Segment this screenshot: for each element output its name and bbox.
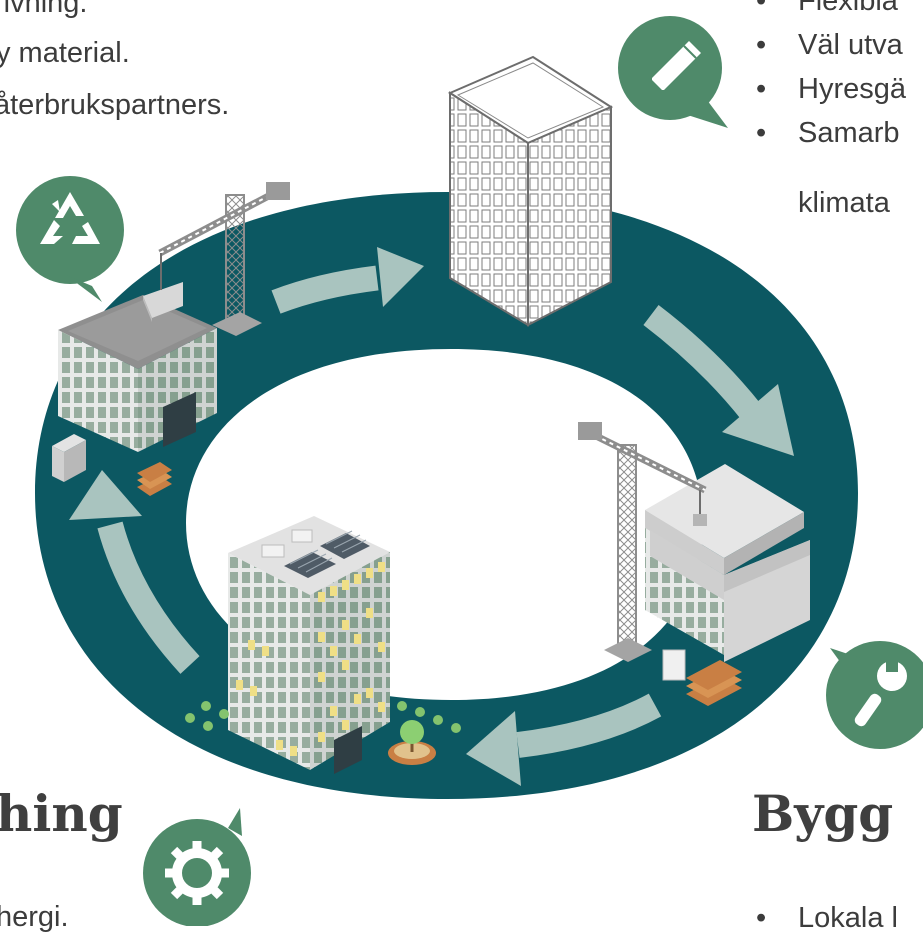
salvaged-blocks [52,434,172,496]
gear-icon [143,808,251,926]
arrow-left [69,470,200,674]
trees-and-planter [185,701,461,765]
pencil-icon [618,16,728,128]
demolition-building [58,282,217,452]
heading-right: Bygg [752,784,894,843]
right-top-bullets: Flexibla Väl utva Hyresgä Samarb [756,0,906,151]
wrench-icon [826,641,923,749]
arrow-top [271,247,424,314]
right-top-bullet-2: Väl utva [756,27,906,63]
operation-building [228,516,390,774]
left-top-line-1: rivning. [0,0,88,19]
left-top-line-2: y material. [0,37,130,69]
building-materials [662,649,742,706]
crane-left [158,182,290,336]
recycle-icon [16,176,124,302]
right-top-bullet-3: Hyresgä [756,71,906,107]
bottom-left-text: hergi. [0,901,69,933]
arrow-bottom [466,693,662,786]
bottom-right-bullet-1: Lokala l [756,900,898,936]
left-top-line-3: återbrukspartners. [0,89,230,121]
construction-building [645,464,810,662]
bottom-right-bullets: Lokala l [756,900,898,936]
design-building [447,55,614,327]
arrow-right [643,305,794,456]
crane-right [578,422,707,662]
right-top-continuation: klimata [798,187,890,219]
right-top-bullet-4: Samarb [756,115,906,151]
heading-left: hing [0,784,123,843]
right-top-bullet-1: Flexibla [756,0,906,19]
